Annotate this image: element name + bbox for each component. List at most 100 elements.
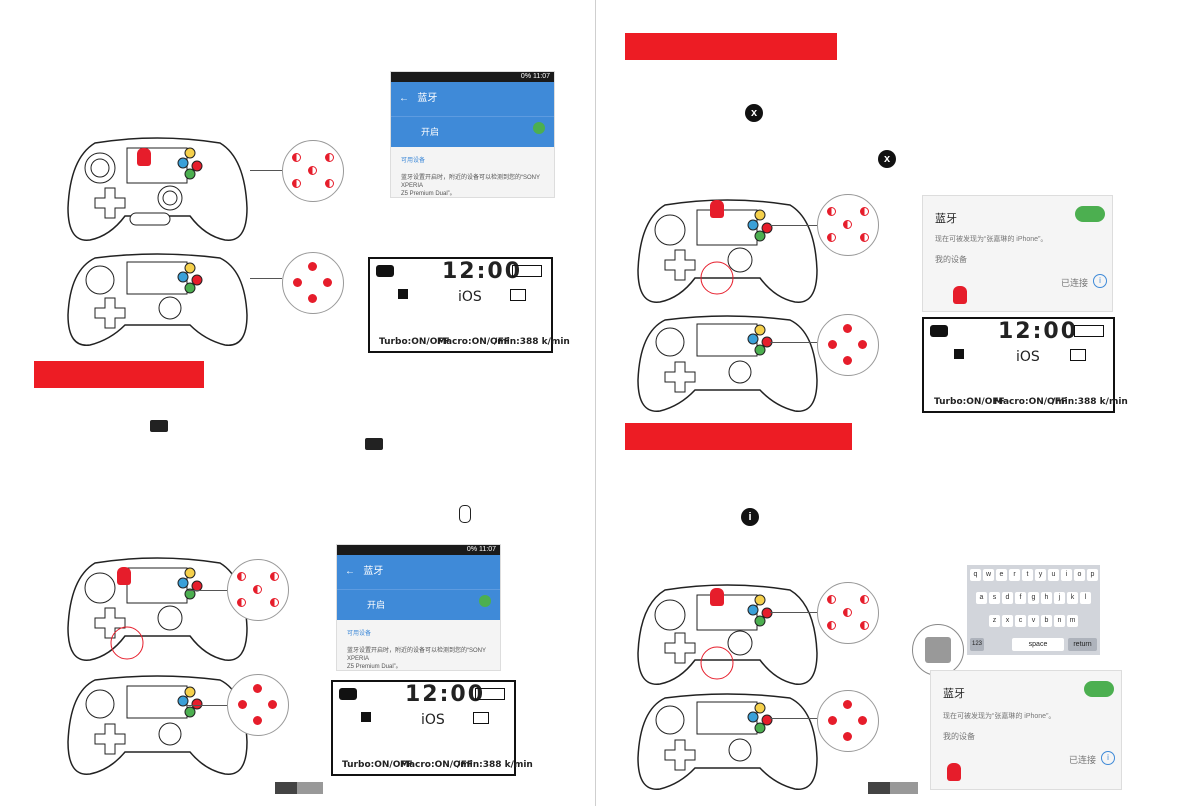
page-number-block	[890, 782, 918, 794]
key-r[interactable]: r	[1009, 569, 1020, 581]
monitor-icon	[1070, 349, 1086, 361]
callout-line	[770, 718, 817, 719]
ios-discoverable: 现在可被发现为“张嘉琳的 iPhone”。	[935, 236, 1048, 243]
ios-connected: 已连接	[1069, 755, 1097, 765]
ios-bluetooth-screen: 蓝牙 现在可被发现为“张嘉琳的 iPhone”。 我的设备 已连接 i	[922, 195, 1113, 312]
lcd-time: 12:00	[998, 319, 1079, 344]
key-x[interactable]: x	[1002, 615, 1013, 627]
key-f[interactable]: f	[1015, 592, 1026, 604]
lcd-turbo: Turbo:ON/OFF	[379, 337, 450, 347]
desc-line1: 蓝牙设置开启时，附近的设备可以检测到您的“SONY XPERIA	[347, 648, 486, 662]
key-n[interactable]: n	[1054, 615, 1065, 627]
lcd-time: 12:00	[405, 682, 486, 707]
ios-my-devices: 我的设备	[935, 255, 967, 264]
key-e[interactable]: e	[996, 569, 1007, 581]
android-bluetooth-screen: 0% 11:07 ← 蓝牙 开启 可用设备 蓝牙设置开启时，附近的设备可以检测到…	[391, 72, 554, 197]
status-bar: 0% 11:07	[391, 72, 554, 82]
callout-line	[770, 225, 817, 226]
key-i[interactable]: i	[1061, 569, 1072, 581]
num-key-zoom	[925, 637, 951, 663]
monitor-icon	[510, 289, 526, 301]
info-icon[interactable]: i	[1093, 274, 1107, 288]
toggle-switch[interactable]	[479, 595, 491, 607]
callout-line	[250, 170, 282, 171]
bluetooth-toggle-row[interactable]: 开启	[337, 589, 500, 620]
callout-line	[187, 590, 227, 591]
hand-pointer-icon	[953, 286, 967, 304]
android-icon	[398, 289, 408, 299]
return-key[interactable]: return	[1068, 638, 1097, 651]
key-t[interactable]: t	[1022, 569, 1033, 581]
key-a[interactable]: a	[976, 592, 987, 604]
lcd-display: 12:00 iOS Turbo:ON/OFF Macro:ON/OFF /min…	[922, 317, 1128, 413]
battery-icon	[1074, 325, 1104, 337]
hand-pointer-icon	[137, 148, 151, 166]
toggle-label: 开启	[367, 600, 386, 610]
space-key[interactable]: space	[1012, 638, 1064, 651]
key-c[interactable]: c	[1015, 615, 1026, 627]
mouse-icon	[459, 505, 471, 523]
toggle-switch[interactable]	[1075, 206, 1105, 222]
status-time: 11:07	[479, 546, 496, 553]
key-l[interactable]: l	[1080, 592, 1091, 604]
hand-pointer-icon	[947, 763, 961, 781]
toggle-switch[interactable]	[1084, 681, 1114, 697]
key-d[interactable]: d	[1002, 592, 1013, 604]
key-v[interactable]: v	[1028, 615, 1039, 627]
toggle-label: 开启	[421, 127, 440, 137]
android-icon	[361, 712, 371, 722]
ios-x-icon: x	[745, 104, 763, 122]
status-time: 11:07	[533, 73, 550, 80]
lcd-macro: Macro:ON/OFF	[994, 397, 1068, 407]
section-header-bar	[34, 361, 204, 388]
page-divider	[595, 0, 596, 806]
key-w[interactable]: w	[983, 569, 994, 581]
toggle-switch[interactable]	[533, 122, 545, 134]
key-h[interactable]: h	[1041, 592, 1052, 604]
gamepad-illustration	[637, 693, 818, 790]
lcd-ios: iOS	[1016, 349, 1040, 365]
key-b[interactable]: b	[1041, 615, 1052, 627]
gamepad-illustration	[67, 253, 248, 346]
android-bluetooth-screen: 0% 11:07 ← 蓝牙 开启 可用设备 蓝牙设置开启时，附近的设备可以检测到…	[337, 545, 500, 670]
key-m[interactable]: m	[1067, 615, 1078, 627]
num-key[interactable]: 123	[970, 638, 984, 651]
battery-icon	[512, 265, 542, 277]
hand-pointer-icon	[117, 567, 131, 585]
key-q[interactable]: q	[970, 569, 981, 581]
battery-text: 0%	[466, 546, 478, 553]
section-label: 可用设备	[347, 631, 372, 637]
ios-title: 蓝牙	[943, 688, 965, 700]
callout-line	[250, 278, 282, 279]
callout-line	[770, 612, 817, 613]
led-indicator-full	[227, 674, 289, 736]
desc-line2: Z5 Premium Dual”。	[347, 664, 402, 670]
android-icon	[954, 349, 964, 359]
lcd-turbo: Turbo:ON/OFF	[934, 397, 1005, 407]
info-icon[interactable]: i	[1101, 751, 1115, 765]
bluetooth-toggle-row[interactable]: 开启	[391, 116, 554, 147]
gamepad-illustration	[637, 199, 818, 303]
key-s[interactable]: s	[989, 592, 1000, 604]
lcd-display: 12:00 iOS Turbo:ON/OFF Macro:ON/OFF /min…	[368, 257, 570, 353]
page-number-block	[275, 782, 297, 794]
key-g[interactable]: g	[1028, 592, 1039, 604]
ios-my-devices: 我的设备	[943, 732, 975, 741]
keyboard-icon	[365, 438, 383, 450]
key-z[interactable]: z	[989, 615, 1000, 627]
led-indicator-half	[227, 559, 289, 621]
key-o[interactable]: o	[1074, 569, 1085, 581]
key-k[interactable]: k	[1067, 592, 1078, 604]
keyboard-icon	[150, 420, 168, 432]
callout-line	[187, 705, 227, 706]
key-p[interactable]: p	[1087, 569, 1098, 581]
led-indicator-full	[282, 252, 344, 314]
key-j[interactable]: j	[1054, 592, 1065, 604]
monitor-icon	[473, 712, 489, 724]
key-y[interactable]: y	[1035, 569, 1046, 581]
page-number-block	[297, 782, 323, 794]
desc-line2: Z5 Premium Dual”。	[401, 191, 456, 197]
key-u[interactable]: u	[1048, 569, 1059, 581]
title-text: 蓝牙	[363, 566, 384, 577]
